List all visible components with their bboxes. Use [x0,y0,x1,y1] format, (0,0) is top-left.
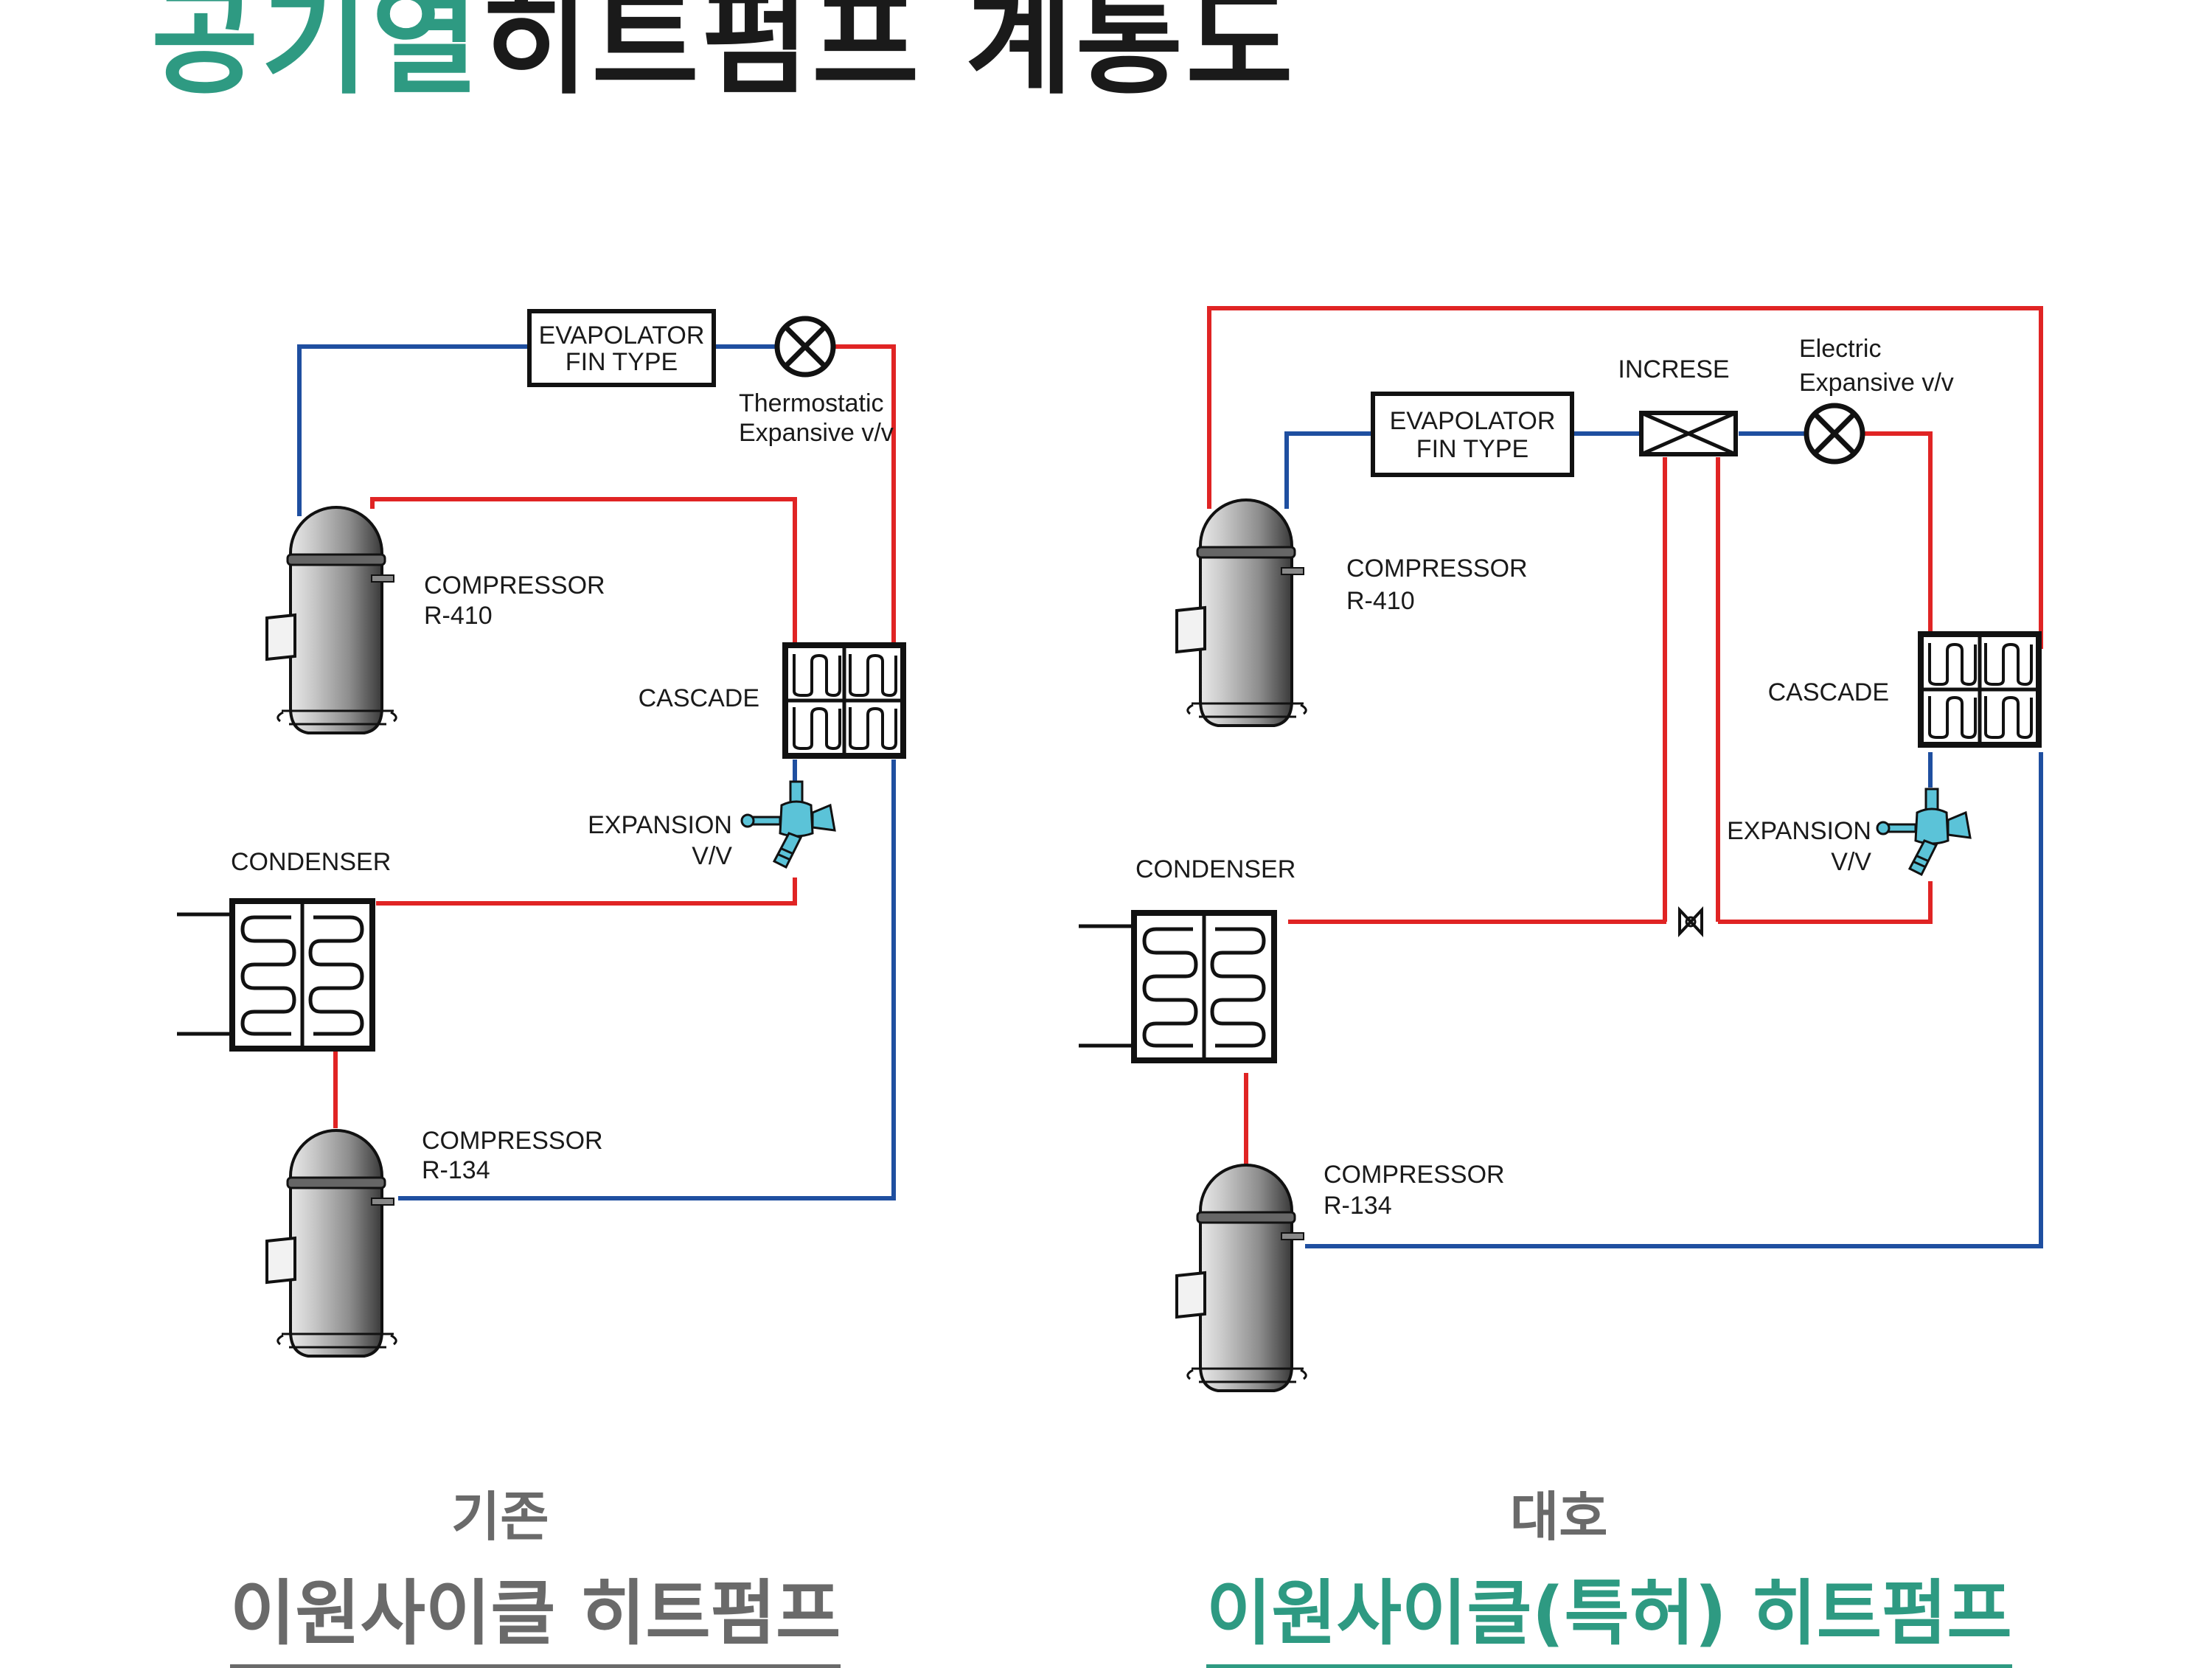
left-cascade-icon [785,645,903,756]
left-caption-sub: 기존 [451,1486,549,1548]
title-accent: 공기열 [151,0,482,111]
right-evaporator: EVAPOLATOR FIN TYPE [1371,392,1574,477]
right-compressor-bottom-label-2: R-134 [1324,1192,1392,1220]
left-valve-label-1: Thermostatic [739,389,884,417]
right-compressor-top-icon [1175,498,1308,727]
left-cascade-label: CASCADE [639,684,759,712]
left-compressor-top-label-1: COMPRESSOR [424,571,605,600]
right-condenser-icon [1079,913,1274,1060]
right-expansion-valve-icon [1876,788,1972,876]
right-compressor-top-label-1: COMPRESSOR [1346,555,1528,583]
right-condenser-label: CONDENSER [1135,855,1295,883]
left-compressor-top-label-2: R-410 [424,602,493,630]
right-cascade-icon [1921,634,2039,745]
left-evaporator-label-1: EVAPOLATOR [539,322,705,350]
left-compressor-bottom-label-1: COMPRESSOR [422,1127,603,1155]
left-compressor-bottom-label-2: R-134 [422,1156,490,1184]
right-increse-valve-icon [1639,411,1738,456]
left-compressor-top-icon [265,506,398,734]
right-expansion-label-1: EXPANSION [1727,817,1871,845]
left-caption-main: 이원사이클 히트펌프 [230,1556,841,1668]
left-expansion-valve-icon [740,780,836,869]
left-condenser-icon [177,901,372,1049]
right-diagram: EVAPOLATOR FIN TYPE INCRESE Electric Exp… [1079,306,2043,1392]
right-increse-label: INCRESE [1618,355,1729,383]
right-compressor-bottom-icon [1175,1164,1308,1392]
left-evaporator-label-2: FIN TYPE [566,348,678,376]
left-expansion-label-2: V/V [692,842,732,870]
system-diagram: EVAPOLATOR FIN TYPE Thermostatic Expansi… [0,306,2043,1392]
left-diagram: EVAPOLATOR FIN TYPE Thermostatic Expansi… [177,311,903,1358]
left-thermostatic-valve-icon [777,319,833,375]
left-pipes [297,344,896,1200]
right-evaporator-label-2: FIN TYPE [1416,435,1528,463]
right-compressor-top-label-2: R-410 [1346,587,1415,615]
right-valve-label-2: Expansive v/v [1799,369,1954,397]
left-valve-label-2: Expansive v/v [739,419,894,447]
title-rest: 히트펌프 계통도 [481,0,1296,111]
left-compressor-bottom-icon [265,1129,398,1358]
right-caption-sub: 대호 [1510,1486,1608,1548]
right-caption-main: 이원사이클(특허) 히트펌프 [1206,1556,2012,1668]
right-cascade-label: CASCADE [1768,678,1889,706]
left-evaporator: EVAPOLATOR FIN TYPE [529,311,714,385]
left-expansion-label-1: EXPANSION [588,811,732,839]
right-valve-label-1: Electric [1799,335,1881,363]
page-title: 공기열히트펌프 계통도 [151,0,1296,108]
right-expansion-label-2: V/V [1831,848,1871,876]
right-pipes [1207,306,2043,1248]
right-electric-valve-icon [1806,406,1863,462]
right-compressor-bottom-label-1: COMPRESSOR [1324,1161,1505,1189]
right-bypass-valve-icon [1678,906,1703,938]
right-evaporator-label-1: EVAPOLATOR [1390,407,1556,435]
left-condenser-label: CONDENSER [231,848,391,876]
